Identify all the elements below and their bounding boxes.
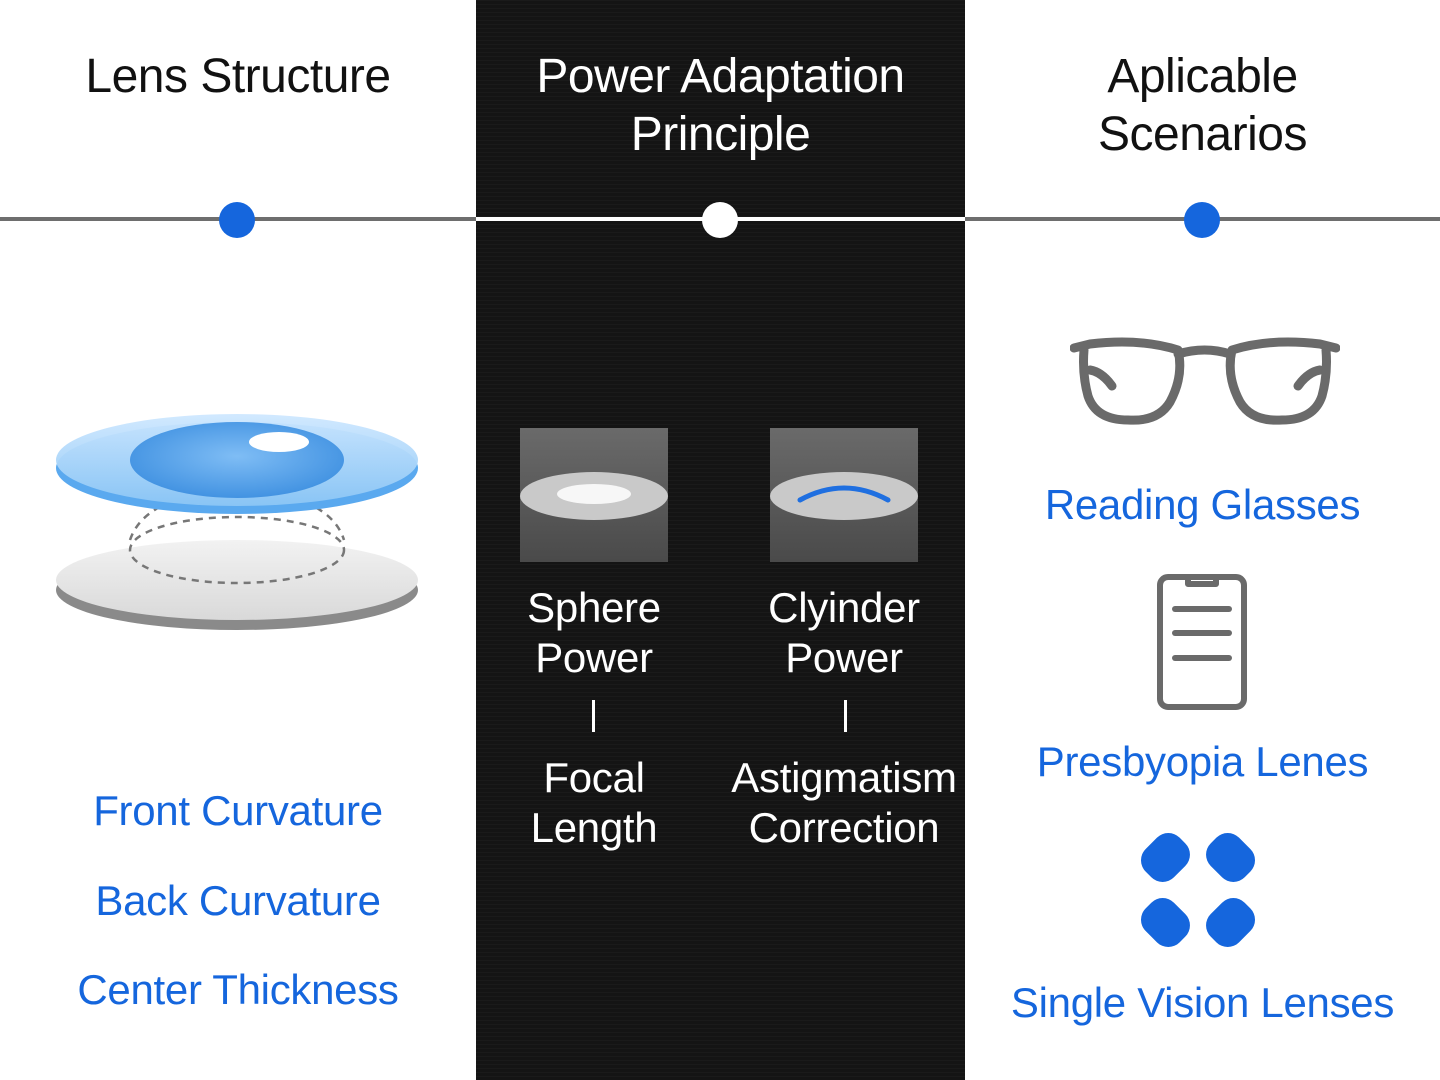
sphere-lens-tile [520,428,668,562]
cylinder-connector [844,700,847,732]
clipboard-icon [1157,574,1247,710]
power-adaptation-title-line2: Principle [630,108,811,161]
lens-layers-icon [56,414,418,630]
lens-structure-column: Lens Structure Front Cu [0,0,476,1080]
astigmatism-line1: Astigmatism [731,754,957,801]
sphere-power-line2: Power [535,634,653,681]
sphere-connector [592,700,595,732]
applicable-scenarios-title-line2: Scenarios [1098,108,1307,161]
power-adaptation-column: Power Adaptation Principle Sphere Power … [476,0,965,1080]
single-vision-lenses-label: Single Vision Lenses [1010,979,1395,1026]
reading-glasses-label: Reading Glasses [1044,481,1361,528]
presbyopia-lenses-label: Presbyopia Lenes [1036,738,1369,785]
lens-structure-title: Lens Structure [85,50,391,103]
applicable-scenarios-column: Aplicable Scenarios Reading Glasses Pres… [965,0,1440,1080]
timeline-dot [219,202,255,238]
cylinder-lens-tile [770,428,918,562]
timeline-dot [1184,202,1220,238]
back-curvature-label: Back Curvature [95,877,381,924]
power-adaptation-title-line1: Power Adaptation [536,50,905,103]
lens-logo-icon [1140,832,1256,948]
sphere-power-line1: Sphere [527,584,661,631]
cylinder-power-line1: Clyinder [768,584,920,631]
cylinder-power-line2: Power [785,634,903,681]
front-curvature-label: Front Curvature [93,787,383,834]
cylinder-lens-icon [770,472,918,520]
center-thickness-label: Center Thickness [77,966,399,1013]
glasses-icon [1070,337,1340,425]
applicable-scenarios-title-line1: Aplicable [1107,50,1298,103]
timeline-dot [702,202,738,238]
focal-length-line2: Length [530,804,658,851]
focal-length-line1: Focal [543,754,645,801]
sphere-lens-icon [520,472,668,520]
astigmatism-line2: Correction [748,804,940,851]
